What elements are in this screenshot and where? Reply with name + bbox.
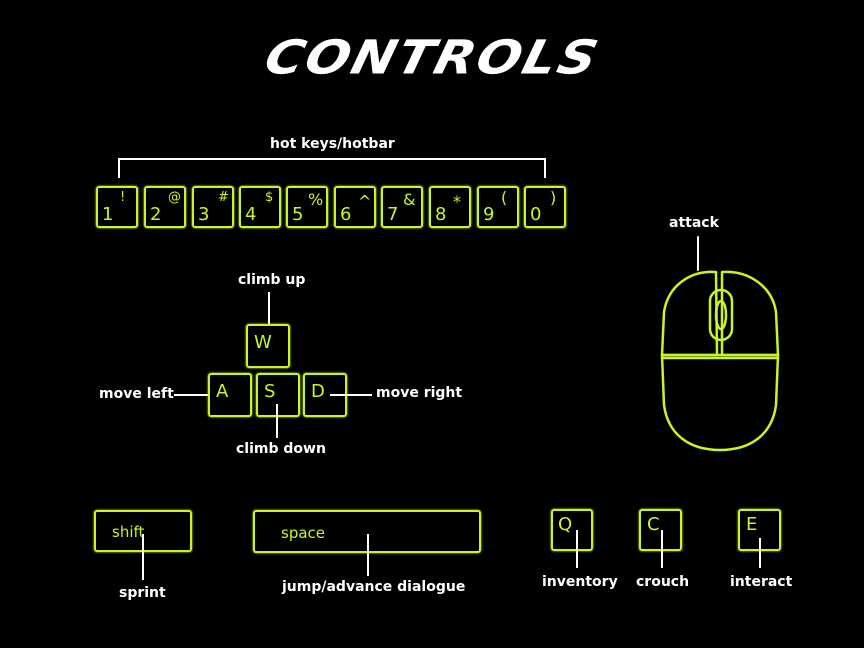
interact-connector [759,538,761,568]
hotkey-9-number: 9 [483,204,495,225]
hotkey-0[interactable]: ) 0 [524,186,566,228]
hotkey-3[interactable]: # 3 [192,186,234,228]
move-right-label: move right [376,385,463,401]
mouse-icon[interactable] [650,230,790,455]
move-left-connector [174,394,210,396]
hotkey-6-shift-symbol: ^ [358,192,372,211]
sprint-connector [142,534,144,580]
climb-down-label: climb down [236,441,326,457]
key-s-letter: S [264,381,276,402]
hotkey-7[interactable]: & 7 [381,186,423,228]
hotkey-0-number: 0 [530,204,542,225]
interact-label: interact [730,574,793,590]
hotkey-5-shift-symbol: % [308,190,324,209]
sprint-label: sprint [119,585,166,601]
hotbar-bracket-right [544,158,546,178]
hotkey-9[interactable]: ( 9 [477,186,519,228]
inventory-connector [576,530,578,568]
attack-label: attack [669,215,719,231]
climb-down-connector [276,404,278,438]
hotkey-8[interactable]: * 8 [429,186,471,228]
key-c-letter: C [647,514,660,535]
key-space-label: space [281,524,326,542]
hotkey-3-shift-symbol: # [218,190,229,205]
hotkey-2-number: 2 [150,204,162,225]
hotkey-7-shift-symbol: & [403,190,416,209]
hotkey-5-number: 5 [292,204,304,225]
move-right-connector [330,394,372,396]
crouch-connector [661,530,663,568]
jump-label: jump/advance dialogue [282,579,466,595]
climb-up-label: climb up [238,272,306,288]
move-left-label: move left [99,386,174,402]
hotkey-8-shift-symbol: * [453,192,461,211]
hotkey-4[interactable]: $ 4 [239,186,281,228]
key-c[interactable]: C [639,509,682,551]
hotkey-9-shift-symbol: ( [501,188,508,207]
hotkey-1[interactable]: ! 1 [96,186,138,228]
key-w[interactable]: W [246,324,290,368]
hotkey-1-number: 1 [102,204,114,225]
key-q[interactable]: Q [551,509,593,551]
page-title: CONTROLS [259,31,605,85]
hotbar-label: hot keys/hotbar [270,136,395,152]
key-shift-label: shift [112,523,145,541]
crouch-label: crouch [636,574,690,590]
hotkey-4-shift-symbol: $ [265,190,274,205]
key-a-letter: A [216,381,229,402]
hotkey-5[interactable]: % 5 [286,186,328,228]
hotkey-0-shift-symbol: ) [550,188,557,207]
hotkey-6-number: 6 [340,204,352,225]
key-s[interactable]: S [256,373,300,417]
hotkey-2-shift-symbol: @ [168,190,181,205]
hotbar-bracket-left [118,158,120,178]
hotkey-1-shift-symbol: ! [120,190,126,205]
key-w-letter: W [254,332,272,353]
key-a[interactable]: A [208,373,252,417]
key-e-letter: E [746,514,758,535]
inventory-label: inventory [542,574,618,590]
jump-connector [367,534,369,576]
key-q-letter: Q [558,514,573,535]
hotbar-bracket-top [118,158,546,160]
hotkey-2[interactable]: @ 2 [144,186,186,228]
key-d-letter: D [311,381,325,402]
climb-up-connector [268,292,270,326]
hotkey-8-number: 8 [435,204,447,225]
hotkey-3-number: 3 [198,204,210,225]
hotkey-4-number: 4 [245,204,257,225]
hotkey-7-number: 7 [387,204,399,225]
hotkey-6[interactable]: ^ 6 [334,186,376,228]
